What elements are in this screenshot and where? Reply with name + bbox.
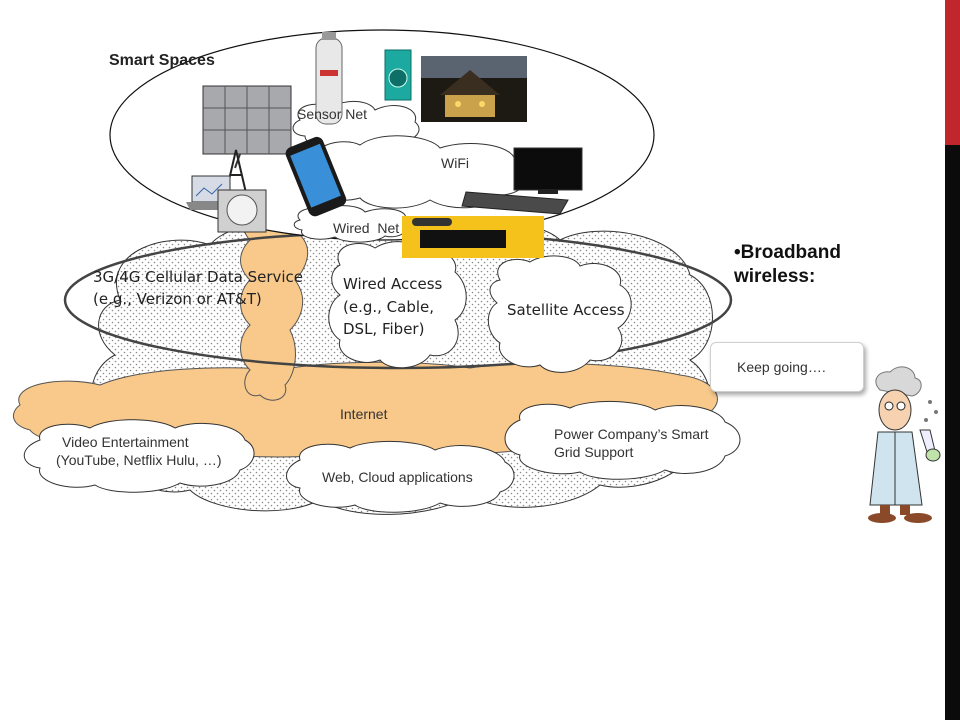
bullet-line2: wireless: bbox=[734, 266, 816, 287]
wifi-label: WiFi bbox=[441, 155, 469, 171]
bullet-line1: Broadband bbox=[740, 242, 841, 263]
smart-spaces-label: Smart Spaces bbox=[109, 52, 215, 69]
tv-monitor-icon bbox=[513, 147, 583, 194]
smart-meter-icon bbox=[217, 189, 267, 233]
solar-panel-icon bbox=[202, 85, 292, 169]
cellular-label-line2: (e.g., Verizon or AT&T) bbox=[93, 290, 262, 308]
video-cloud bbox=[23, 419, 255, 493]
broadband-bullet: •Broadband wireless: bbox=[734, 241, 841, 289]
keep-going-callout: Keep going…. bbox=[710, 342, 864, 392]
power-label-line2: Grid Support bbox=[554, 444, 634, 460]
scientist-icon bbox=[868, 366, 941, 523]
video-label-line1: Video Entertainment bbox=[62, 434, 189, 450]
internet-label: Internet bbox=[340, 406, 388, 422]
web-cloud-label: Web, Cloud applications bbox=[322, 469, 473, 485]
accent-stripe bbox=[945, 0, 960, 145]
callout-text: Keep going…. bbox=[737, 359, 826, 375]
satellite-cloud bbox=[487, 255, 632, 373]
water-heater-icon bbox=[315, 32, 343, 125]
wired-access-line2: (e.g., Cable, bbox=[343, 298, 435, 316]
wired-net-label: Wired Net bbox=[333, 220, 400, 236]
sidebar-stripe bbox=[945, 0, 960, 720]
set-top-box-icon bbox=[461, 191, 569, 215]
house-photo-icon bbox=[421, 56, 527, 122]
washing-machine-icon bbox=[384, 49, 412, 101]
wired-access-line1: Wired Access bbox=[343, 275, 443, 293]
bullet-marker: • bbox=[734, 242, 741, 263]
power-cloud bbox=[504, 401, 741, 480]
cellular-label-line1: 3G/4G Cellular Data Service bbox=[93, 268, 304, 286]
wired-access-line3: DSL, Fiber) bbox=[343, 320, 425, 338]
sensor-net-label: Sensor Net bbox=[297, 106, 368, 122]
video-label-line2: (YouTube, Netflix Hulu, …) bbox=[56, 452, 222, 468]
wired-access-cloud bbox=[328, 241, 467, 369]
dvr-box-icon bbox=[402, 216, 544, 258]
smartphone-icon bbox=[285, 136, 347, 217]
satellite-access-label: Satellite Access bbox=[507, 301, 625, 319]
web-cloud bbox=[286, 441, 515, 513]
power-label-line1: Power Company’s Smart bbox=[554, 426, 709, 442]
